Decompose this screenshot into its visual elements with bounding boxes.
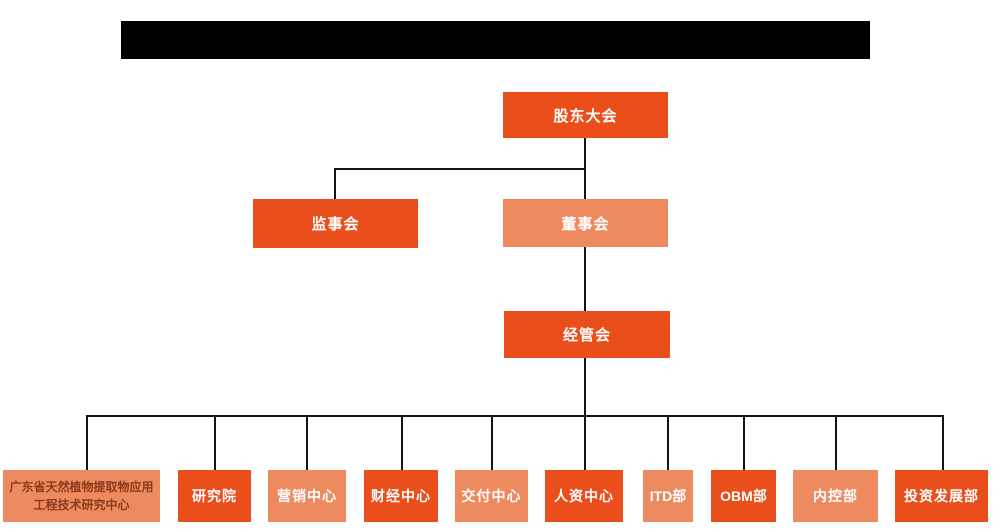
connector-line bbox=[86, 415, 88, 470]
redacted-title-bar bbox=[121, 21, 870, 59]
connector-line bbox=[491, 415, 493, 470]
org-node-internal-control-dept: 内控部 bbox=[793, 470, 878, 522]
org-node-supervisory-board: 监事会 bbox=[253, 199, 418, 248]
org-node-label: 人资中心 bbox=[554, 488, 614, 504]
org-node-hr-center: 人资中心 bbox=[545, 470, 623, 522]
connector-line bbox=[743, 415, 745, 470]
org-node-obm-dept: OBM部 bbox=[711, 470, 776, 522]
org-node-research-center: 广东省天然植物提取物应用工程技术研究中心 bbox=[3, 470, 160, 522]
org-node-label: 广东省天然植物提取物应用工程技术研究中心 bbox=[9, 480, 154, 512]
org-node-management-committee: 经管会 bbox=[504, 311, 670, 358]
connector-line bbox=[584, 415, 586, 470]
org-node-label: 内控部 bbox=[813, 488, 858, 504]
org-node-label: 监事会 bbox=[311, 216, 360, 233]
connector-line bbox=[584, 247, 586, 311]
org-node-label: 经管会 bbox=[562, 327, 611, 344]
org-node-delivery-center: 交付中心 bbox=[455, 470, 528, 522]
connector-line bbox=[584, 358, 586, 416]
org-node-label: 股东大会 bbox=[553, 107, 618, 125]
connector-line bbox=[86, 415, 944, 417]
connector-line bbox=[667, 415, 669, 470]
connector-line bbox=[334, 168, 336, 199]
org-node-label: 财经中心 bbox=[371, 488, 431, 504]
org-node-investment-development-dept: 投资发展部 bbox=[895, 470, 988, 522]
org-node-label: 投资发展部 bbox=[904, 488, 979, 504]
org-node-label: 交付中心 bbox=[461, 488, 522, 504]
connector-line bbox=[214, 415, 216, 470]
org-node-research-institute: 研究院 bbox=[178, 470, 251, 522]
org-node-itd-dept: ITD部 bbox=[643, 470, 693, 522]
org-node-label: ITD部 bbox=[649, 488, 687, 504]
org-node-shareholders-meeting: 股东大会 bbox=[503, 92, 668, 138]
connector-line bbox=[335, 168, 586, 170]
connector-line bbox=[835, 415, 837, 470]
org-node-finance-center: 财经中心 bbox=[364, 470, 438, 522]
connector-line bbox=[401, 415, 403, 470]
connector-line bbox=[306, 415, 308, 470]
connector-line bbox=[942, 415, 944, 470]
org-node-label: OBM部 bbox=[720, 488, 767, 504]
org-node-label: 研究院 bbox=[192, 488, 237, 504]
org-node-label: 董事会 bbox=[561, 215, 610, 233]
org-node-marketing-center: 营销中心 bbox=[268, 470, 346, 522]
org-node-label: 营销中心 bbox=[277, 488, 337, 504]
org-node-board-of-directors: 董事会 bbox=[503, 199, 668, 247]
